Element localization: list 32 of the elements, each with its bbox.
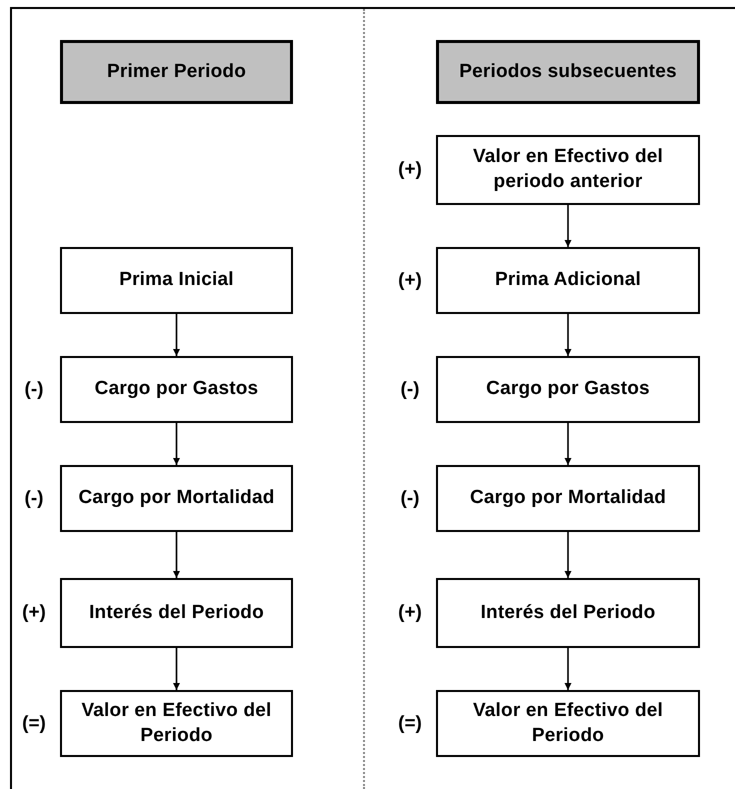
process-box: Interés del Periodo: [436, 578, 700, 648]
arrow: [173, 532, 180, 578]
process-box: Valor en Efectivo del Periodo: [60, 690, 293, 757]
arrow: [564, 532, 572, 578]
operator-sign: (-): [400, 488, 420, 510]
arrow: [173, 314, 180, 356]
process-box: Cargo por Mortalidad: [60, 465, 293, 532]
arrow: [564, 423, 572, 465]
operator-sign: (+): [21, 602, 47, 624]
process-box: Valor en Efectivo del Periodo: [436, 690, 700, 757]
process-box: Cargo por Gastos: [436, 356, 700, 423]
arrow: [564, 314, 572, 356]
header-box: Periodos subsecuentes: [436, 40, 700, 104]
operator-sign: (-): [24, 488, 44, 510]
arrow: [173, 648, 180, 690]
process-box: Prima Inicial: [60, 247, 293, 314]
operator-sign: (+): [397, 602, 423, 624]
process-box: Cargo por Gastos: [60, 356, 293, 423]
process-box: Prima Adicional: [436, 247, 700, 314]
operator-sign: (+): [397, 159, 423, 181]
process-box: Valor en Efectivo del periodo anterior: [436, 135, 700, 205]
operator-sign: (+): [397, 270, 423, 292]
process-box: Cargo por Mortalidad: [436, 465, 700, 532]
operator-sign: (=): [397, 712, 423, 734]
operator-sign: (=): [21, 712, 47, 734]
operator-sign: (-): [24, 378, 44, 400]
process-box: Interés del Periodo: [60, 578, 293, 648]
arrow: [564, 205, 572, 247]
operator-sign: (-): [400, 378, 420, 400]
arrow: [564, 648, 572, 690]
arrow: [173, 423, 180, 465]
header-box: Primer Periodo: [60, 40, 293, 104]
